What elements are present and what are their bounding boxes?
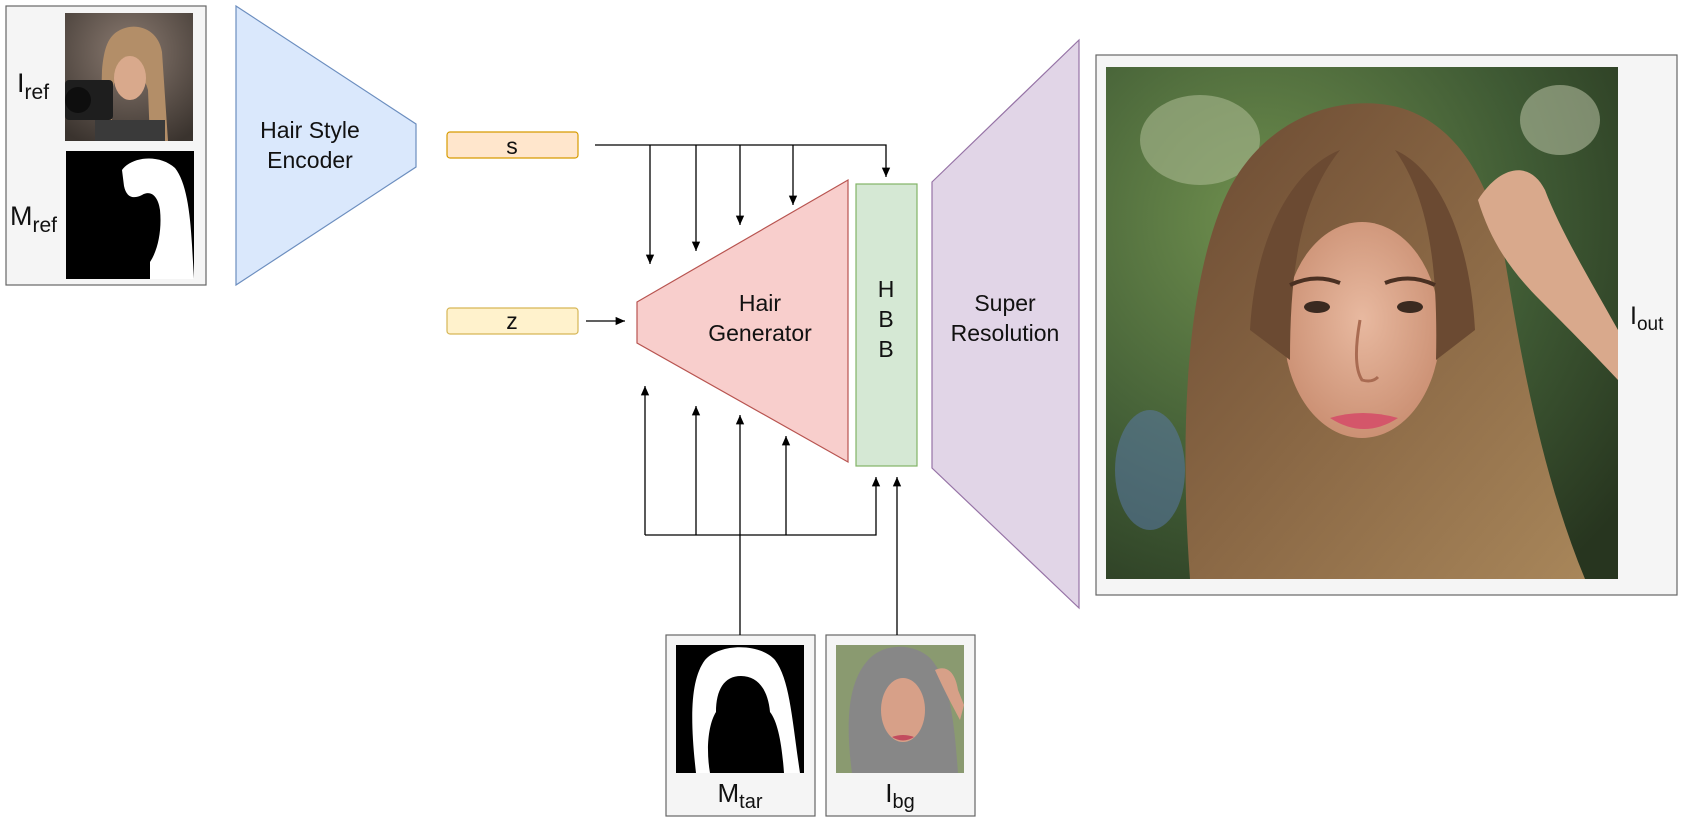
mask-bus-line <box>645 477 876 535</box>
hair-style-encoder-label-line2: Encoder <box>267 147 353 173</box>
target-mask-image <box>676 645 804 773</box>
style-code-s: s <box>447 132 578 159</box>
background-image <box>836 645 964 773</box>
noise-code-z-label: z <box>506 308 518 334</box>
hair-style-encoder-shape <box>236 6 416 285</box>
hbb-letter-2: B <box>878 306 893 332</box>
hair-generator-label-line1: Hair <box>739 290 782 316</box>
super-resolution-label-line2: Resolution <box>951 320 1060 346</box>
output-image <box>1106 67 1618 579</box>
hbb-letter-3: B <box>878 336 893 362</box>
background-panel: Ibg <box>826 635 975 816</box>
hair-style-encoder-label-line1: Hair Style <box>260 117 360 143</box>
hair-style-encoder: Hair Style Encoder <box>236 6 416 285</box>
style-code-s-label: s <box>506 133 518 159</box>
hbb-block: H B B <box>856 184 917 466</box>
super-resolution: Super Resolution <box>932 40 1079 608</box>
super-resolution-label-line1: Super <box>974 290 1036 316</box>
noise-code-z: z <box>447 308 578 334</box>
target-mask-panel: Mtar <box>666 635 815 816</box>
reference-mask <box>66 151 194 279</box>
reference-image <box>65 13 193 141</box>
hair-generator: Hair Generator <box>637 180 848 462</box>
hbb-letter-1: H <box>878 276 895 302</box>
reference-panel: Iref Mref <box>6 6 206 285</box>
output-panel: Iout <box>1096 55 1677 595</box>
hair-generator-label-line2: Generator <box>708 320 812 346</box>
